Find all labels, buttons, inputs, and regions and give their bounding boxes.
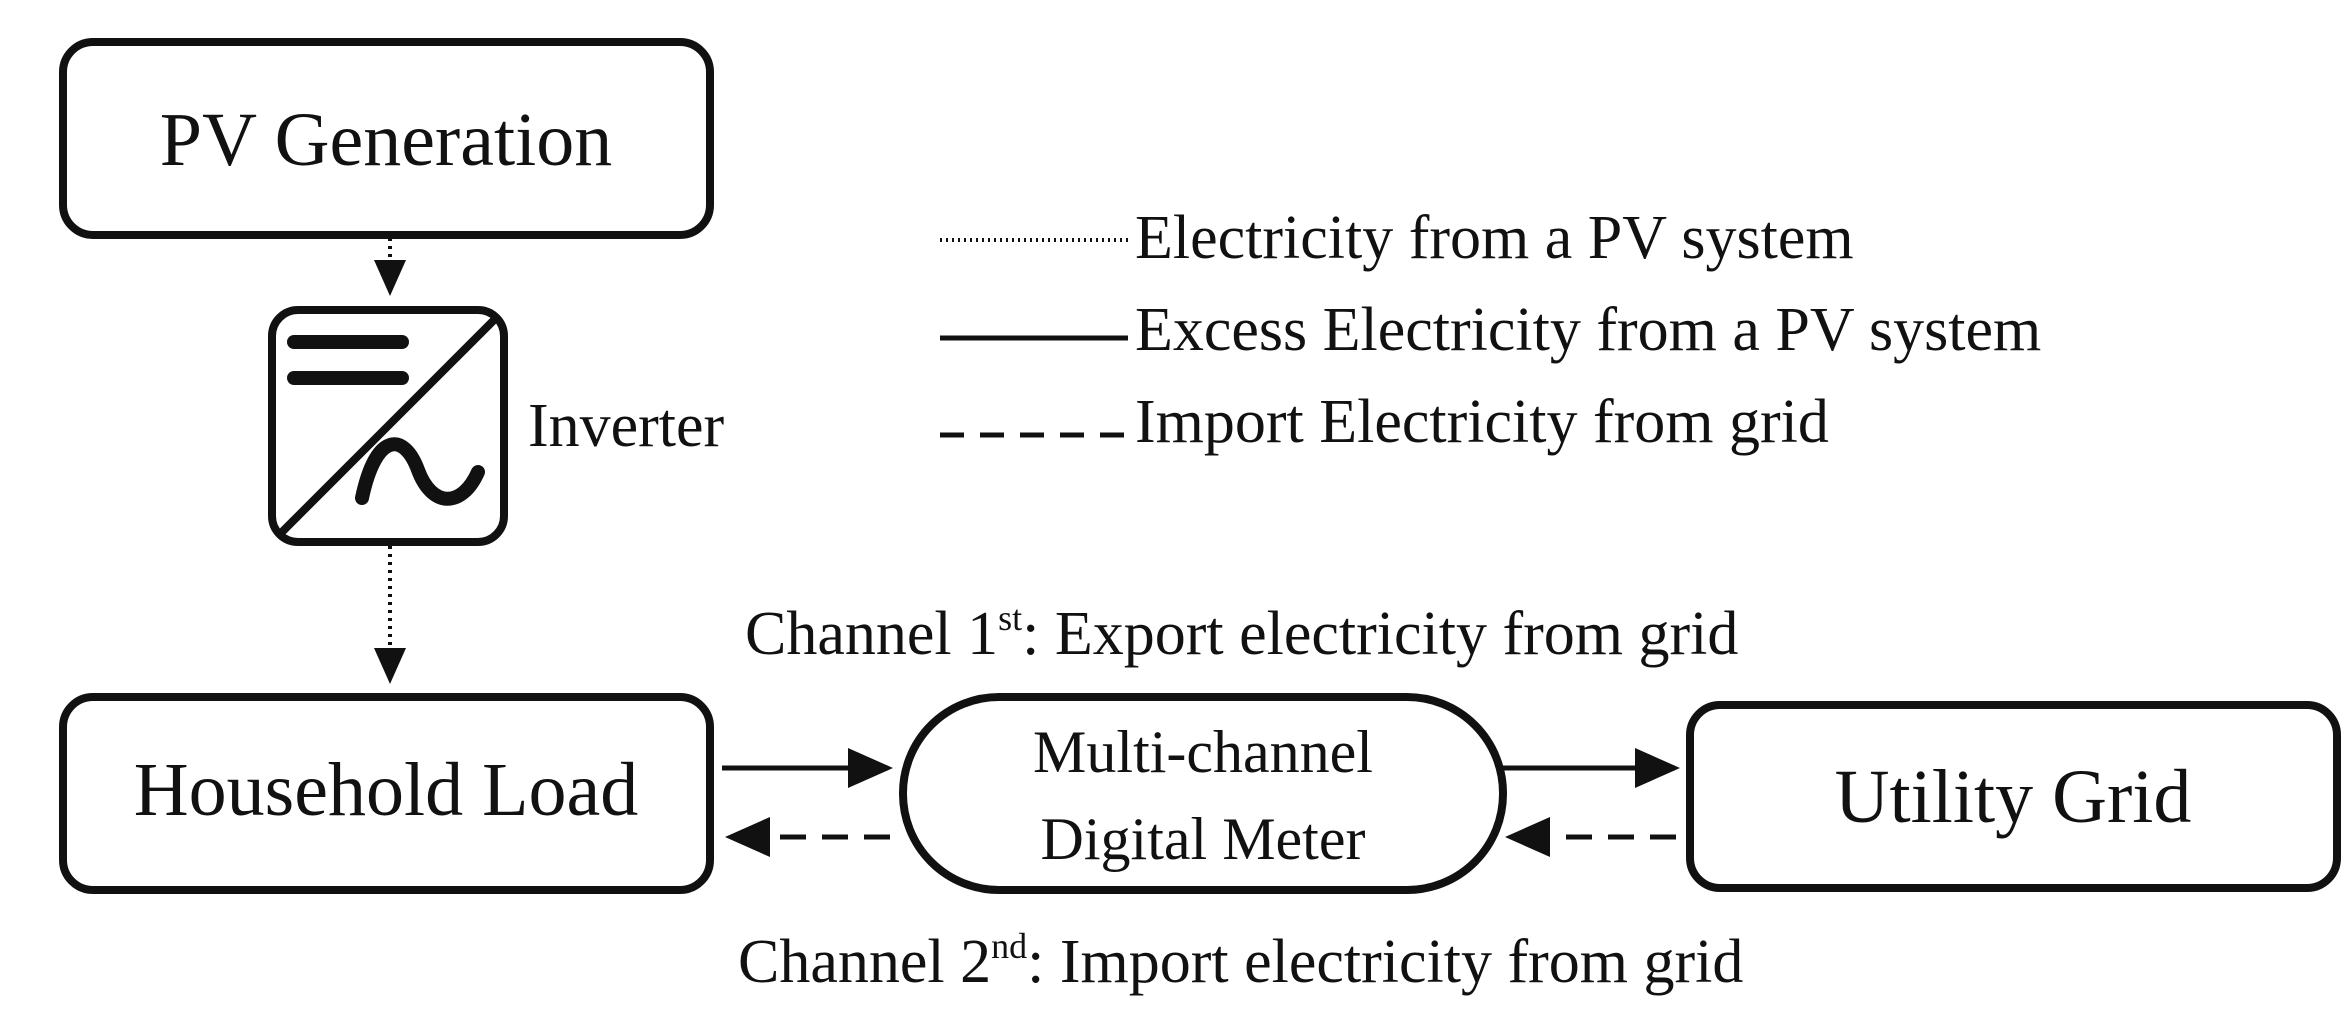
utility-grid-label: Utility Grid <box>1835 755 2192 839</box>
legend: Electricity from a PV system Excess Elec… <box>940 204 2041 456</box>
digital-meter-box: Multi-channel Digital Meter <box>899 693 1507 894</box>
household-load-label: Household Load <box>134 748 638 832</box>
channel-2-suffix: : Import electricity from grid <box>1027 928 1743 996</box>
legend-solid-label: Excess Electricity from a PV system <box>1135 296 2041 364</box>
channel-2-prefix: Channel 2 <box>738 928 991 996</box>
meter-label-line1: Multi-channel <box>1033 719 1373 785</box>
legend-dotted-label: Electricity from a PV system <box>1135 204 1854 272</box>
inverter-label: Inverter <box>528 392 725 460</box>
meter-label-line2: Digital Meter <box>1041 806 1366 872</box>
pv-generation-box: PV Generation <box>59 38 714 239</box>
legend-dashed-label: Import Electricity from grid <box>1135 388 1829 456</box>
channel-1-label: Channel 1st: Export electricity from gri… <box>745 598 1738 668</box>
household-load-box: Household Load <box>59 693 714 894</box>
inverter-icon <box>268 306 508 546</box>
channel-2-sup: nd <box>991 926 1027 966</box>
channel-1-suffix: : Export electricity from grid <box>1022 600 1738 668</box>
utility-grid-box: Utility Grid <box>1686 701 2341 892</box>
channel-1-prefix: Channel 1 <box>745 600 998 668</box>
pv-generation-label: PV Generation <box>160 98 612 182</box>
channel-1-sup: st <box>998 598 1022 638</box>
channel-2-label: Channel 2nd: Import electricity from gri… <box>738 926 1743 996</box>
